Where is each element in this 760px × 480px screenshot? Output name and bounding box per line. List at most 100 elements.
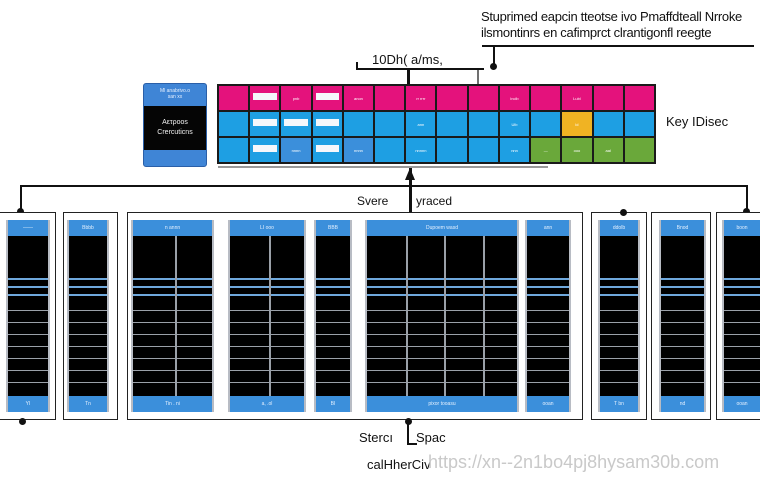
grid-cell — [375, 138, 405, 162]
rack-slot-divider — [133, 310, 212, 311]
grid-cell — [343, 112, 374, 136]
bus-dot-right — [743, 208, 750, 215]
top-caption-line-2: ilsmontinrs en cafimprct clrantigonfl re… — [481, 25, 712, 40]
cell-label-bar — [253, 119, 277, 127]
rack-slot-divider — [133, 370, 212, 371]
grid-cell: — — [531, 138, 561, 162]
rack-slot-divider — [527, 310, 569, 311]
grid-cell: anon — [343, 86, 374, 110]
rack-slot-divider — [69, 382, 107, 383]
rack-footer: YI — [8, 396, 48, 412]
rack-status-stripe — [367, 278, 517, 280]
rack-status-stripe — [661, 294, 704, 296]
rack-header: boon — [724, 220, 760, 236]
rack-status-stripe — [600, 294, 638, 296]
grid-cell: Lubl — [562, 86, 592, 110]
rack-column-divider — [444, 236, 446, 396]
rack-slot-divider — [230, 370, 304, 371]
rack-status-stripe — [527, 278, 569, 280]
grid-base-line — [218, 166, 548, 168]
rack-slot-divider — [8, 382, 48, 383]
rack-slot-divider — [661, 358, 704, 359]
rack-status-stripe — [600, 286, 638, 288]
bus-drop-right — [746, 185, 748, 211]
rack-status-stripe — [724, 286, 760, 288]
grid-cell — [437, 138, 467, 162]
rack-slot-divider — [316, 370, 350, 371]
rack-slot-divider — [230, 346, 304, 347]
rack-footer: nd — [661, 396, 704, 412]
rack-slot-divider — [316, 346, 350, 347]
rack-slot-divider — [724, 322, 760, 323]
legend-title-line-2: Crercuticns — [157, 129, 193, 136]
cell-label: pnb — [292, 95, 300, 101]
rack-slot-divider — [367, 334, 517, 335]
rack-slot-divider — [600, 310, 638, 311]
rack-header: BBB — [316, 220, 350, 236]
rack-slot-divider — [367, 322, 517, 323]
rack-slot-divider — [724, 310, 760, 311]
rack-header: Dupoem wasd — [367, 220, 517, 236]
caption-bracket-tick-left — [493, 45, 495, 67]
rack-footer: a, .ol — [230, 396, 304, 412]
rack-header: ann — [527, 220, 569, 236]
grid-cell — [281, 112, 311, 136]
rack-footer: T bn — [600, 396, 638, 412]
rack-status-stripe — [367, 286, 517, 288]
rack-slot-divider — [367, 346, 517, 347]
rack-status-stripe — [69, 278, 107, 280]
rack-slot-divider — [69, 358, 107, 359]
rack-slot-divider — [230, 310, 304, 311]
rack-slot-divider — [661, 310, 704, 311]
rack-slot-divider — [230, 322, 304, 323]
arrow-up-icon — [405, 168, 415, 180]
rack-status-stripe — [527, 294, 569, 296]
rack-footer: Tin . ni — [133, 396, 212, 412]
grid-cell — [437, 112, 467, 136]
rack-slot-divider — [661, 370, 704, 371]
grid-cell — [250, 86, 280, 110]
cell-label: lnclb — [510, 95, 519, 101]
system-label-right: yraced — [416, 194, 453, 208]
rack-slot-divider — [8, 346, 48, 347]
rack-status-stripe — [661, 278, 704, 280]
rack-column-divider — [269, 236, 271, 396]
rack-slot-divider — [8, 334, 48, 335]
watermark-url: https://xn--2n1bo4pj8hysam30b.com — [428, 452, 720, 472]
grid-cell: lnclb — [499, 86, 530, 110]
rack-slot-divider — [8, 370, 48, 371]
legend-body: Aετροοs Crercuticns — [144, 106, 206, 150]
cell-label-bar — [253, 145, 277, 153]
rack-slot-divider — [661, 346, 704, 347]
rack-column-divider — [174, 236, 177, 396]
pool-bracket-left — [356, 62, 358, 70]
rack-slot-divider — [527, 334, 569, 335]
key-label: Key IDisec — [666, 114, 729, 129]
cell-label: aal — [605, 147, 611, 153]
grid-cell — [593, 86, 623, 110]
grid-cell: nnnn — [343, 138, 374, 162]
rack-slot-divider — [133, 382, 212, 383]
rack-slot-divider — [724, 334, 760, 335]
rack-slot-divider — [600, 334, 638, 335]
rack-slot-divider — [724, 346, 760, 347]
rack-slot-divider — [133, 322, 212, 323]
rack-slot-divider — [69, 310, 107, 311]
bottom-label-left: Stercı — [359, 430, 393, 445]
rack-slot-divider — [724, 358, 760, 359]
rack-slot-divider — [661, 334, 704, 335]
grid-cell — [624, 138, 654, 162]
cell-label: nnn — [511, 147, 518, 153]
bus-center-riser — [409, 168, 412, 212]
rack-slot-divider — [133, 334, 212, 335]
rack-status-stripe — [724, 278, 760, 280]
rack-header: Bbbb — [69, 220, 107, 236]
caption-bracket — [482, 45, 754, 47]
grid-cell — [219, 138, 249, 162]
rack-status-stripe — [527, 286, 569, 288]
rack-slot-divider — [600, 322, 638, 323]
cell-label: ooo — [573, 147, 581, 153]
grid-cell: nnnnn — [406, 138, 436, 162]
cell-label: Lubl — [573, 95, 581, 101]
